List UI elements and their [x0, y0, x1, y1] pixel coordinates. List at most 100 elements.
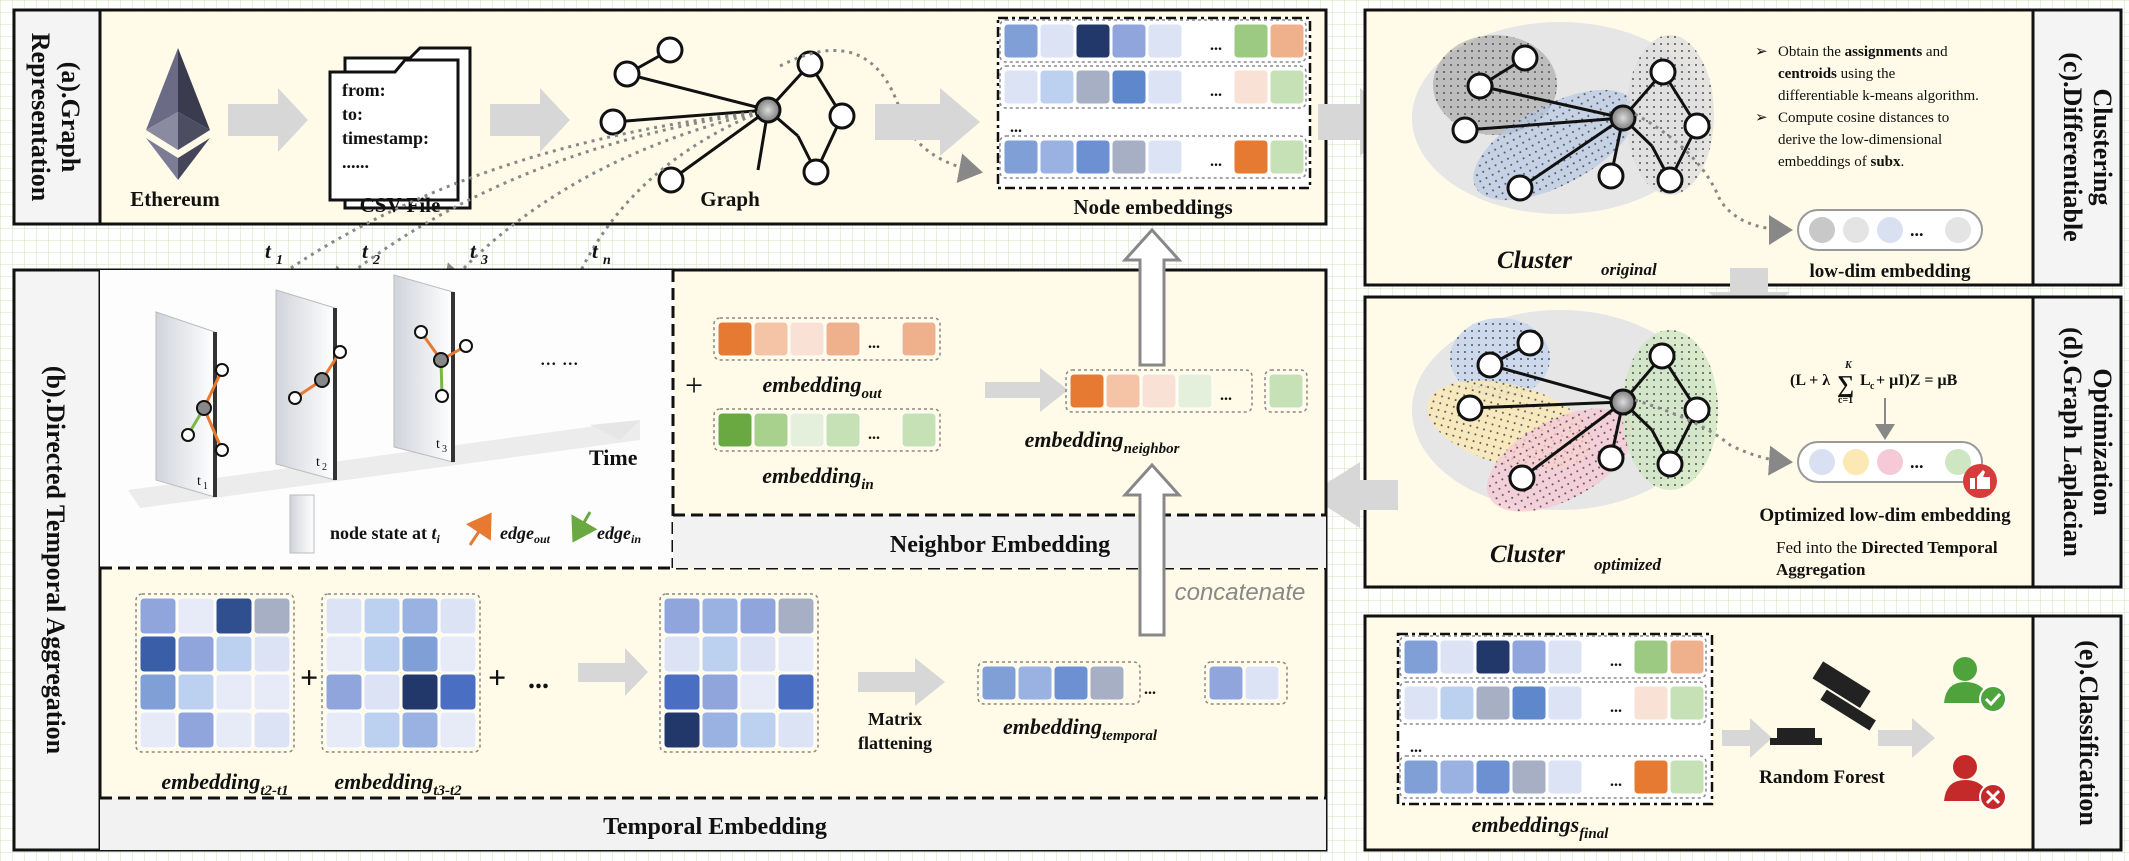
embedding-cell [253, 635, 291, 673]
matrix-t2-t1 [135, 593, 295, 753]
embedding-neighbor-row: ... [1065, 369, 1308, 413]
embedding-cell [1511, 685, 1547, 721]
embedding-cell [981, 665, 1017, 701]
time-label: Time [589, 445, 638, 470]
embedding-cell [1439, 685, 1475, 721]
embedding-cell [139, 673, 177, 711]
panel-graph-laplacian: (d).Graph Laplacian Optimization [1363, 295, 2123, 589]
svg-text:+ μI)Z = μB: + μI)Z = μB [1876, 372, 1958, 389]
panel-differentiable-clustering: (c).Differentiable Clustering [1363, 8, 2123, 287]
svg-text:n: n [603, 253, 611, 268]
embedding-cell [215, 711, 253, 749]
embedding-cell [1403, 639, 1439, 675]
matrix-flattening-line2: flattening [858, 733, 932, 753]
svg-text:3: 3 [480, 253, 488, 268]
embedding-cell [739, 711, 777, 749]
embedding-temporal-label: embeddingtemporal [1003, 714, 1158, 744]
csv-field-more: ...... [342, 152, 369, 172]
embedding-cell [901, 412, 937, 448]
graph-icon [599, 36, 856, 194]
embedding-cell [777, 635, 815, 673]
embedding-t2-t1-label: embeddingt2-t1 [161, 769, 288, 799]
embedding-cell [439, 635, 477, 673]
embedding-cell [663, 597, 701, 635]
panel-e-title: (e).Classification [2074, 640, 2103, 826]
svg-text:3: 3 [442, 444, 447, 455]
embedding-cell [663, 711, 701, 749]
embedding-cell [325, 635, 363, 673]
embedding-cell [701, 597, 739, 635]
laplacian-formula: (L + λ K ∑ c=1 L c + μI)Z = μB [1790, 360, 1958, 406]
ellipsis: ... [1144, 681, 1156, 698]
plus-sign-1: + [300, 659, 318, 695]
embeddings-final-label: embeddingsfinal [1472, 812, 1610, 842]
matrix-t3-t2 [321, 593, 481, 753]
matrix-dots: ... [528, 664, 549, 695]
embedding-cell [1177, 373, 1213, 409]
embedding-cell [825, 412, 861, 448]
temporal-split-arrows [212, 110, 761, 327]
embedding-cell [215, 635, 253, 673]
embedding-cell [739, 673, 777, 711]
temporal-frame-2: t 2 [275, 289, 347, 481]
clustering-bullet-2-line1: Compute cosine distances to [1778, 110, 1949, 126]
node-embeddings-grid: ............ [999, 19, 1307, 179]
embedding-cell [1003, 69, 1039, 105]
csv-file-label: CSV File [360, 193, 441, 217]
ethereum-icon [146, 48, 210, 180]
embedding-cell [1669, 685, 1705, 721]
svg-text:c=1: c=1 [1838, 395, 1853, 406]
embedding-cell [139, 597, 177, 635]
embedding-cell [1403, 759, 1439, 795]
frames-dots: ... ... [540, 345, 579, 370]
ellipsis: ... [1010, 119, 1022, 136]
svg-text:1: 1 [203, 481, 208, 492]
embedding-cell [177, 711, 215, 749]
embedding-frame [1399, 635, 1707, 679]
svg-text:K: K [1844, 360, 1853, 371]
final-embeddings-grid: ............ [1399, 635, 1707, 799]
embedding-frame [977, 661, 1141, 705]
embedding-frame [1065, 369, 1253, 413]
embedding-cell [253, 597, 291, 635]
embedding-frame [999, 135, 1307, 179]
embedding-cell [1208, 665, 1244, 701]
ellipsis: ... [1210, 37, 1222, 54]
ellipsis: ... [1210, 153, 1222, 170]
embedding-cell [753, 321, 789, 357]
embedding-cell [701, 711, 739, 749]
embedding-cell [1147, 69, 1183, 105]
embedding-cell [1075, 23, 1111, 59]
embedding-frame [135, 593, 295, 753]
node-embeddings-label: Node embeddings [1073, 195, 1232, 219]
flow-arrow-2 [490, 88, 570, 152]
embedding-cell [717, 321, 753, 357]
flow-arrow-temporal-1 [578, 648, 648, 696]
embedding-cell [1003, 139, 1039, 175]
panel-d-title-line1: (d).Graph Laplacian [2058, 327, 2087, 557]
hollow-arrow-upper [1121, 227, 1183, 367]
panel-a-title-line2: Representation [26, 33, 55, 202]
embedding-cell [401, 711, 439, 749]
embedding-frame [713, 408, 941, 452]
cluster-optimized-label: Cluster [1490, 541, 1565, 568]
embedding-cell [663, 635, 701, 673]
embedding-cell [1075, 69, 1111, 105]
embedding-cell [177, 635, 215, 673]
random-forest-label: Random Forest [1759, 767, 1885, 788]
ellipsis: ... [1610, 699, 1622, 716]
embedding-cell [701, 673, 739, 711]
embedding-frame [1399, 755, 1707, 799]
embedding-cell [439, 711, 477, 749]
hollow-arrow-lower [1121, 462, 1183, 637]
flow-arrow-3 [875, 88, 980, 156]
embedding-cell [777, 673, 815, 711]
embedding-cell [1244, 665, 1280, 701]
flow-arrow-d-to-b [1308, 462, 1398, 528]
embedding-frame [659, 593, 819, 753]
embedding-cell [1089, 665, 1125, 701]
svg-text:t: t [265, 239, 272, 263]
clustering-bullet-1-line3: differentiable k-means algorithm. [1778, 88, 1979, 104]
panel-graph-representation: (a).Graph Representation Ethereum from: … [12, 8, 1328, 226]
embedding-cell [1547, 685, 1583, 721]
